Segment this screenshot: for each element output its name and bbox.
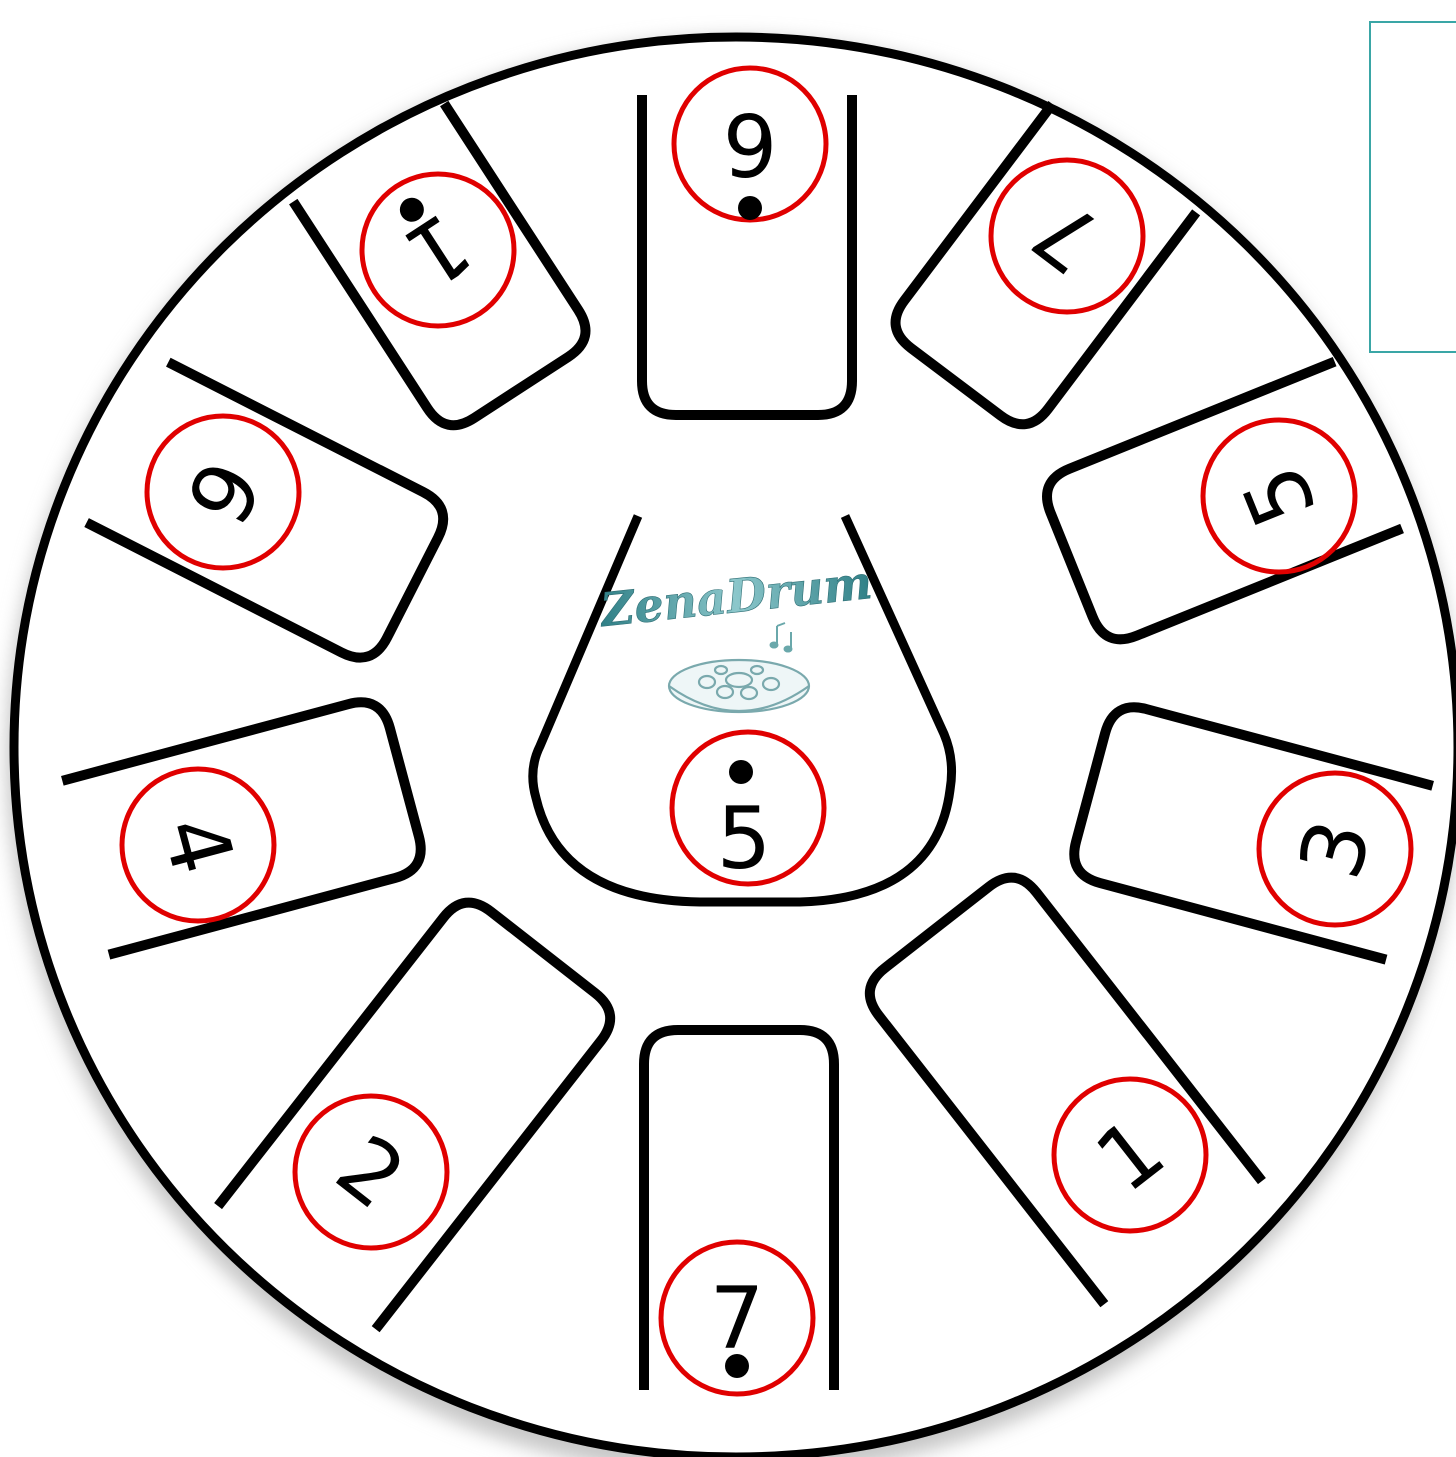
- octave-dot-7: [725, 1354, 749, 1378]
- octave-dot-10: [738, 196, 762, 220]
- handpan-drum-icon: [669, 660, 809, 712]
- center-note-label: 5: [717, 789, 772, 889]
- center-note-dot: [729, 760, 753, 784]
- side-panel: [1370, 22, 1456, 352]
- note-label-10: 6: [723, 93, 778, 193]
